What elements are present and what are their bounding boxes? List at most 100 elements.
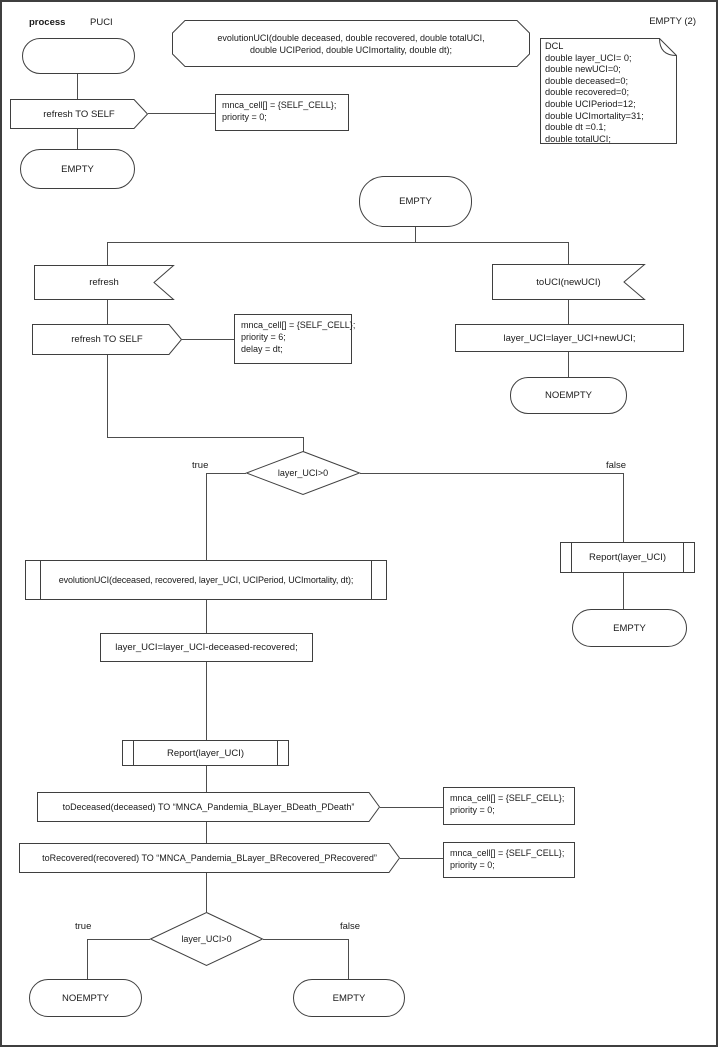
connector [87,939,88,979]
comment-box-top[interactable]: mnca_cell[] = {SELF_CELL}; priority = 0; [215,94,349,131]
connector [360,473,624,474]
connector [263,939,349,940]
comment-line: mnca_cell[] = {SELF_CELL}; [241,320,356,330]
page-number-label: EMPTY (2) [649,16,696,27]
comment-line: priority = 6; [241,332,286,342]
output-todeceased[interactable]: toDeceased(deceased) TO “MNCA_Pandemia_B… [37,792,381,822]
comment-line: mnca_cell[] = {SELF_CELL}; [450,793,565,803]
connector [400,858,443,859]
call-evolutionuci[interactable]: evolutionUCI(deceased, recovered, layer_… [25,560,387,600]
dcl-line: double newUCI=0; [545,64,621,75]
output-label: toRecovered(recovered) TO “MNCA_Pandemia… [42,853,377,863]
connector [107,242,108,265]
decision-layer-uci-1[interactable]: layer_UCI>0 [245,450,361,496]
connector [87,939,150,940]
procedure-declaration-symbol[interactable]: evolutionUCI(double deceased, double rec… [172,20,530,67]
comment-line: priority = 0; [450,805,495,815]
output-label: toDeceased(deceased) TO “MNCA_Pandemia_B… [62,802,355,812]
connector [206,873,207,912]
input-label: refresh [89,277,119,288]
connector [303,437,304,452]
connector [77,129,78,149]
connector [182,339,234,340]
connector [380,807,443,808]
comment-line: priority = 0; [450,860,495,870]
dcl-line: double deceased=0; [545,75,629,86]
decision-true-label: true [192,460,209,471]
connector [415,227,416,243]
start-state-symbol[interactable] [22,38,135,74]
decision-condition: layer_UCI>0 [181,934,232,944]
dcl-text-symbol[interactable]: DCL double layer_UCI= 0; double newUCI=0… [540,38,677,144]
dcl-line: double totalUCI; [545,133,611,144]
comment-line: priority = 0; [222,112,267,122]
output-arrow-shape [37,792,381,822]
connector [623,573,624,609]
dcl-text: DCL double layer_UCI= 0; double newUCI=0… [540,38,677,145]
connector [568,352,569,377]
comment-box-mid[interactable]: mnca_cell[] = {SELF_CELL}; priority = 6;… [234,314,356,364]
output-label: refresh TO SELF [71,334,143,345]
state-empty-right[interactable]: EMPTY [572,609,687,647]
process-name-label: PUCI [90,17,113,28]
call-report-left[interactable]: Report(layer_UCI) [122,740,289,766]
octagon-shape [172,20,530,67]
connector [107,437,304,438]
input-refresh[interactable]: refresh [34,265,175,300]
output-refresh-to-self-top[interactable]: refresh TO SELF [10,99,149,129]
input-label: toUCI(newUCI) [536,276,601,288]
decision-false-label: false [340,921,361,932]
output-refresh-to-self-mid[interactable]: refresh TO SELF [32,324,183,355]
connector [623,473,624,542]
connector [107,355,108,437]
dcl-line: double layer_UCI= 0; [545,52,632,63]
state-empty-top[interactable]: EMPTY [20,149,135,189]
connector [107,300,108,324]
declaration-line: evolutionUCI(double deceased, double rec… [217,32,485,43]
connector [206,600,207,633]
comment-line: mnca_cell[] = {SELF_CELL}; [222,100,337,110]
comment-box-recovered[interactable]: mnca_cell[] = {SELF_CELL}; priority = 0; [443,842,575,878]
state-empty-bottom[interactable]: EMPTY [293,979,405,1017]
decision-false-label: false [606,460,627,471]
connector [206,822,207,843]
state-noempty-bottom[interactable]: NOEMPTY [29,979,142,1017]
dcl-line: double UCIPeriod=12; [545,98,636,109]
diamond-shape [149,911,264,967]
dcl-line: double UCImortality=31; [545,110,644,121]
call-report-right[interactable]: Report(layer_UCI) [560,542,695,573]
note-shape [540,38,677,144]
declaration-text: evolutionUCI(double deceased, double rec… [217,32,484,56]
connector [206,473,207,560]
connector [206,766,207,792]
comment-box-deceased[interactable]: mnca_cell[] = {SELF_CELL}; priority = 0; [443,787,575,825]
task-add-newuci[interactable]: layer_UCI=layer_UCI+newUCI; [455,324,684,352]
connector [568,242,569,264]
dcl-line: double recovered=0; [545,87,630,98]
connector [568,300,569,324]
connector [107,242,569,243]
connector [148,113,215,114]
comment-line: mnca_cell[] = {SELF_CELL}; [450,848,565,858]
connector [207,473,246,474]
output-arrow-shape [32,324,183,355]
output-arrow-shape [19,843,401,873]
decision-true-label: true [75,921,92,932]
state-noempty-right[interactable]: NOEMPTY [510,377,627,414]
input-touci[interactable]: toUCI(newUCI) [492,264,646,300]
connector [206,662,207,740]
input-shape [34,265,175,300]
input-shape [492,264,646,300]
comment-line: delay = dt; [241,344,283,354]
output-label: refresh TO SELF [43,108,115,120]
dcl-line: DCL [545,41,564,51]
state-empty-mid[interactable]: EMPTY [359,176,472,227]
decision-layer-uci-2[interactable]: layer_UCI>0 [149,911,264,967]
diamond-shape [245,450,361,496]
output-torecovered[interactable]: toRecovered(recovered) TO “MNCA_Pandemia… [19,843,401,873]
declaration-line: double UCIPeriod, double UCImortality, d… [250,44,452,55]
task-subtract[interactable]: layer_UCI=layer_UCI-deceased-recovered; [100,633,313,662]
decision-condition: layer_UCI>0 [277,468,329,478]
connector [348,939,349,979]
